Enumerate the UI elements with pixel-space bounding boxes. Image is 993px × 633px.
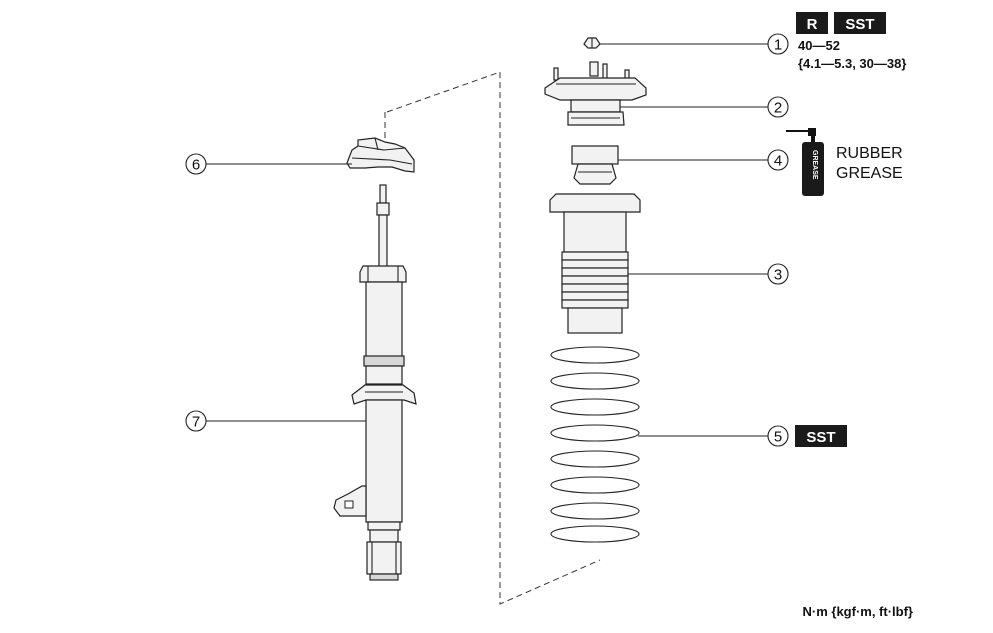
replace-badge: R (796, 12, 828, 34)
callout-2-label: 2 (774, 100, 782, 117)
sst-badge-top: SST (834, 12, 886, 34)
bound-stopper-part (571, 145, 619, 185)
sst-badge-top-label: SST (845, 16, 874, 33)
callout-5-label: 5 (774, 429, 782, 446)
coil-spring-part (550, 346, 640, 543)
sst-badge-spring-label: SST (806, 429, 835, 446)
callout-5: 5 (767, 425, 789, 447)
torque-spec-line1: 40—52 (798, 38, 840, 53)
callout-3: 3 (767, 263, 789, 285)
callout-6-label: 6 (192, 157, 200, 174)
callout-2: 2 (767, 96, 789, 118)
callout-6: 6 (185, 153, 207, 175)
callout-7-label: 7 (192, 414, 200, 431)
callout-3-label: 3 (774, 267, 782, 284)
units-note: N·m {kgf·m, ft·lbf} (803, 604, 914, 619)
grease-label-line2: GREASE (836, 165, 903, 182)
callout-4: 4 (767, 149, 789, 171)
grease-can-icon: GREASE (786, 128, 824, 196)
callout-4-label: 4 (774, 153, 782, 170)
mounting-block-part (544, 61, 647, 126)
torque-spec-line2: {4.1—5.3, 30—38} (798, 56, 906, 71)
callout-1: 1 (767, 33, 789, 55)
dust-boot-part (549, 193, 641, 334)
spring-seat-part (346, 137, 415, 173)
grease-can-label: GREASE (811, 150, 818, 180)
sst-badge-spring: SST (795, 425, 847, 447)
grease-label-line1: RUBBER (836, 145, 903, 162)
shock-absorber-part (333, 184, 417, 581)
boot-bellows (561, 251, 629, 309)
callout-1-label: 1 (774, 37, 782, 54)
callout-7: 7 (185, 410, 207, 432)
lock-nut-part (583, 37, 601, 49)
replace-badge-label: R (807, 16, 818, 33)
alignment-dashed-lines (384, 71, 601, 605)
leader-lines (206, 43, 768, 437)
